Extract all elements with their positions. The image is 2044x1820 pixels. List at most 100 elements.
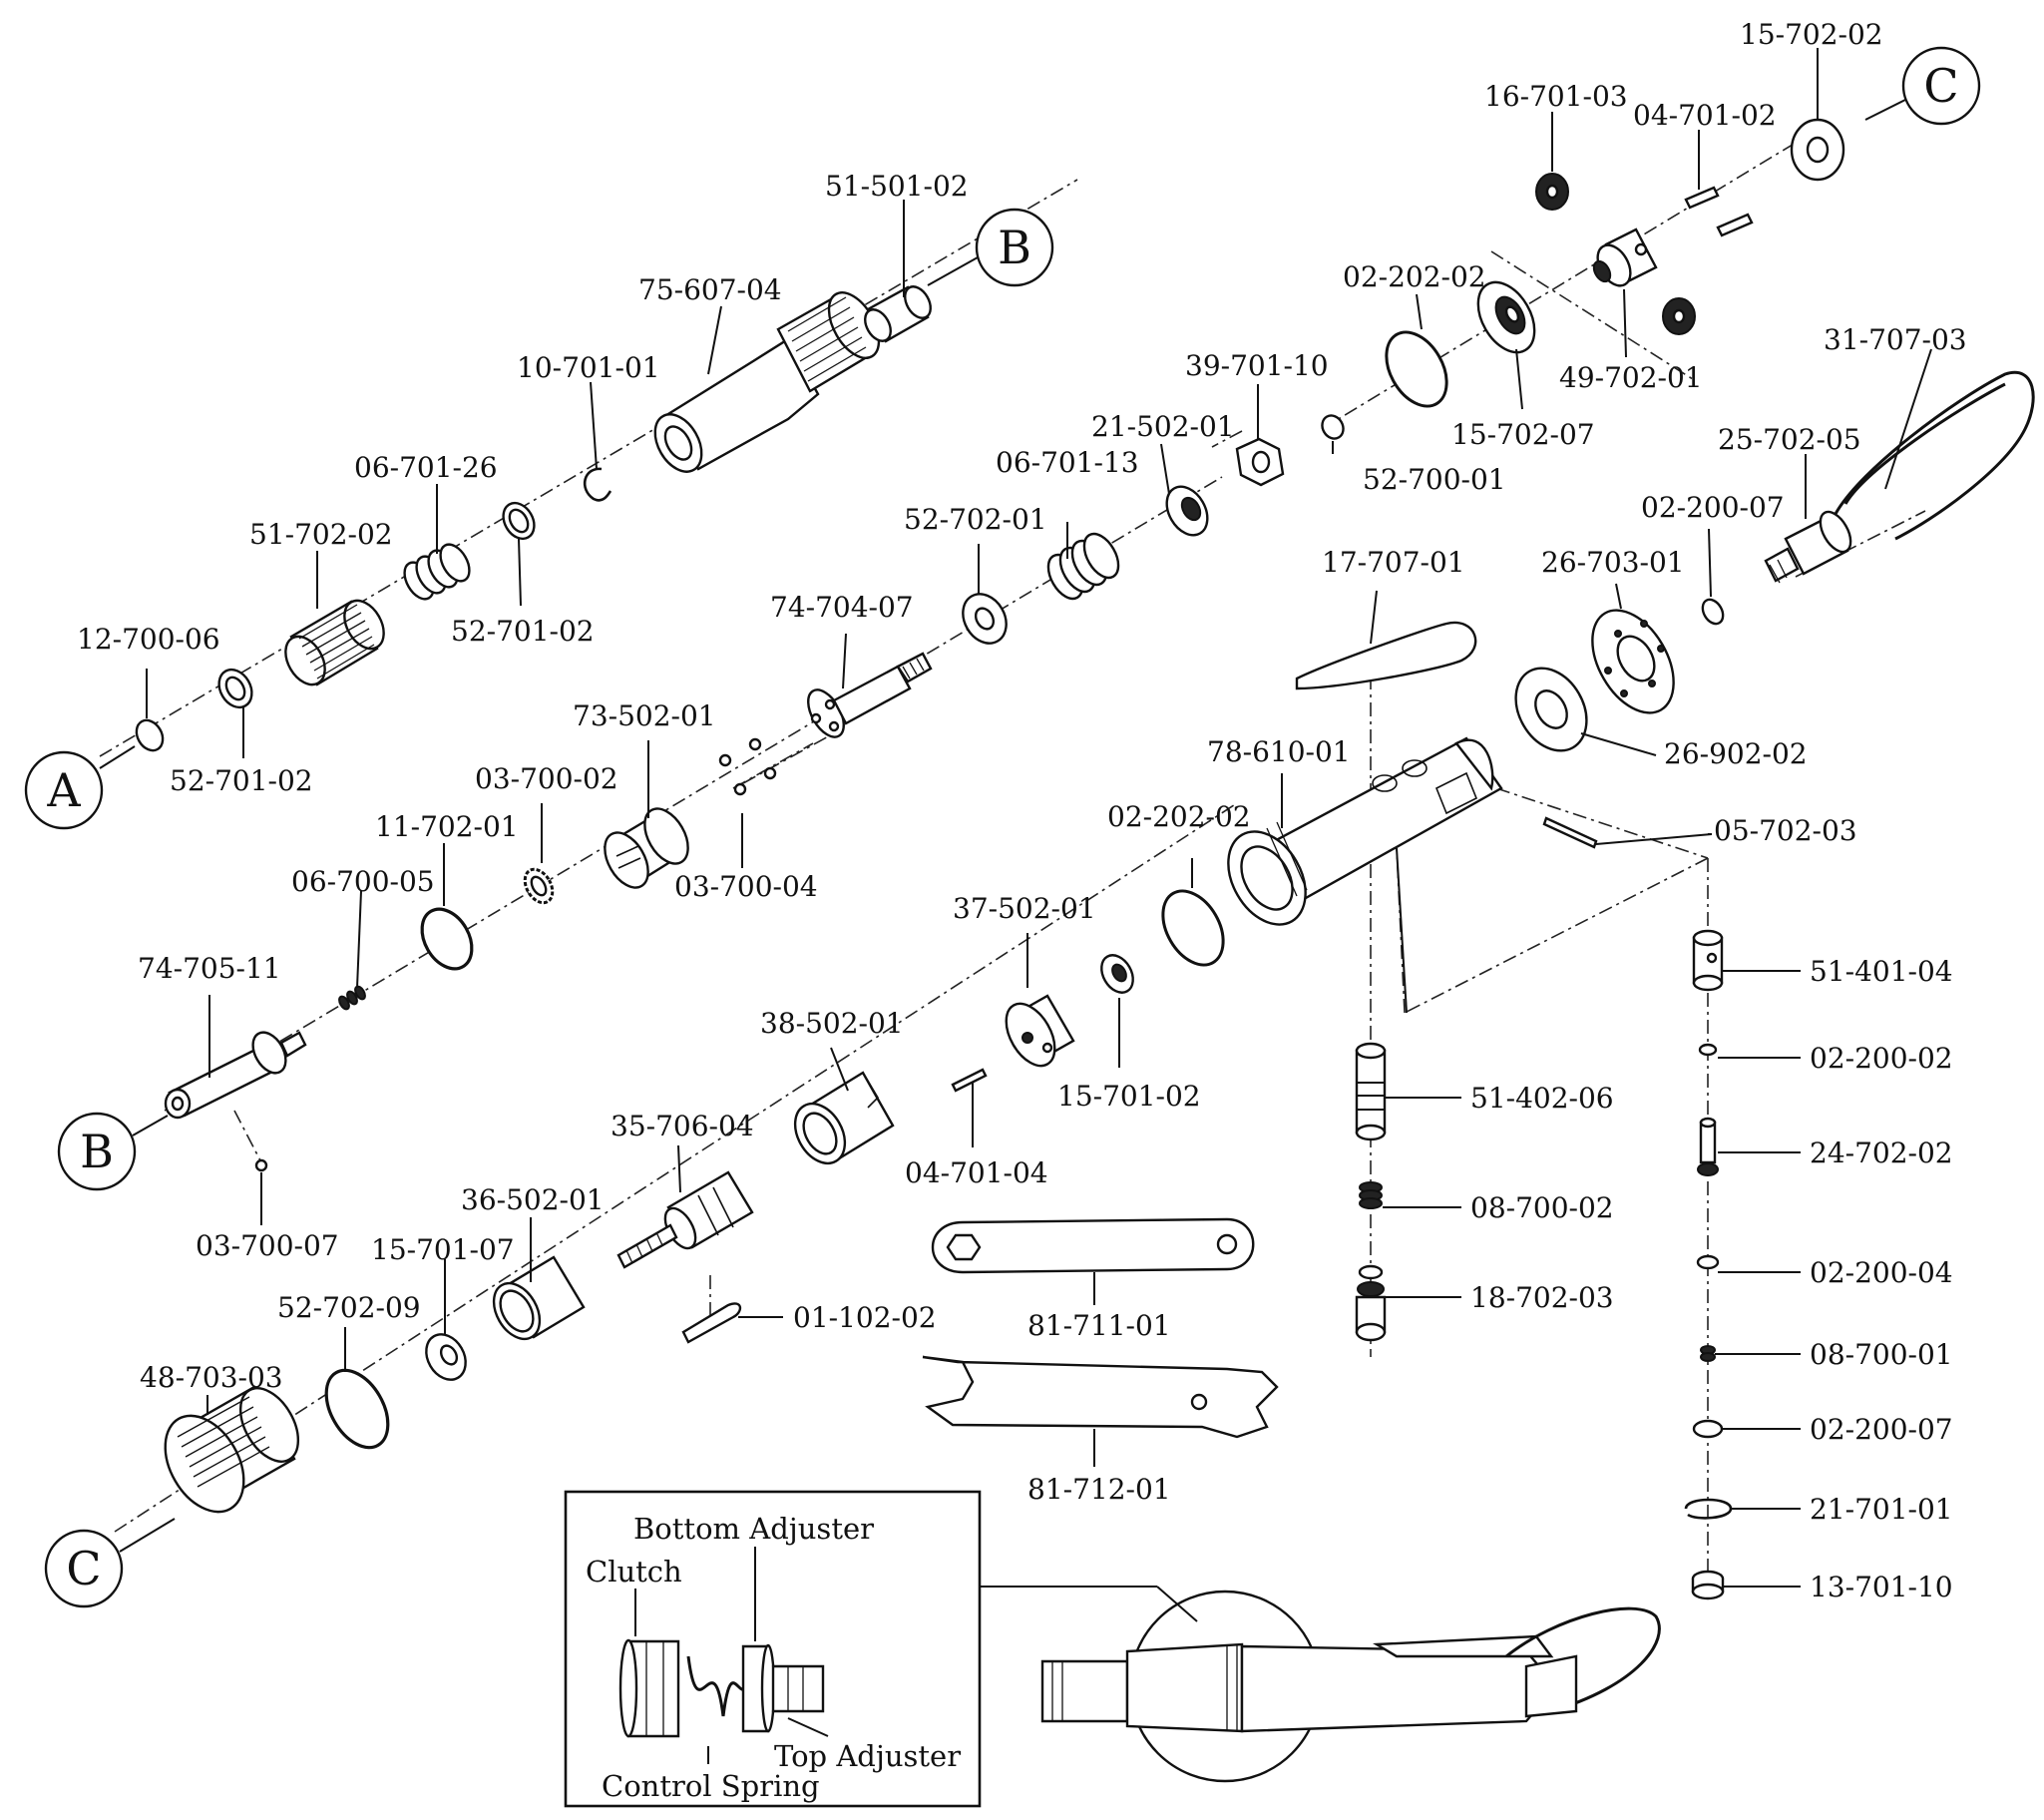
label-78-610-01: 78-610-01 — [1207, 735, 1351, 768]
label-06-701-26: 06-701-26 — [354, 451, 498, 484]
snap-ring-21-701-01 — [1684, 1498, 1733, 1520]
cylinder-38-502-01 — [793, 1071, 895, 1165]
connector-circle-c-top: C — [1901, 46, 1981, 126]
label-37-502-01: 37-502-01 — [953, 892, 1096, 925]
label-74-704-07: 74-704-07 — [770, 591, 914, 624]
bearing-15-701-02 — [1100, 954, 1134, 994]
bearing-15-702-07 — [1476, 280, 1536, 354]
disc-26-703-01 — [1591, 609, 1675, 714]
label-52-701-02-top: 52-701-02 — [451, 615, 595, 648]
label-52-702-09: 52-702-09 — [277, 1291, 421, 1324]
blade-01-102-02 — [681, 1302, 742, 1344]
pin-04-701-04 — [951, 1068, 988, 1093]
label-75-607-04: 75-607-04 — [638, 273, 782, 306]
label-81-712-01: 81-712-01 — [1027, 1473, 1171, 1506]
svg-text:Control Spring: Control Spring — [602, 1769, 820, 1803]
label-51-702-02: 51-702-02 — [249, 518, 393, 551]
label-39-701-10: 39-701-10 — [1185, 349, 1329, 382]
svg-text:Clutch: Clutch — [586, 1555, 682, 1589]
washer-52-702-01 — [962, 593, 1008, 645]
pins-04-701-02 — [1684, 186, 1754, 237]
o-ring-02-200-07-top — [1701, 598, 1725, 626]
lock-washer-03-700-02 — [523, 867, 555, 905]
label-04-701-04: 04-701-04 — [905, 1156, 1048, 1189]
label-02-202-02-top: 02-202-02 — [1343, 260, 1486, 293]
valve-18-702-03 — [1355, 1264, 1387, 1342]
main-housing-78-610-01 — [1227, 736, 1503, 926]
label-01-102-02: 01-102-02 — [793, 1301, 937, 1334]
inset-clutch-drawing — [618, 1638, 825, 1738]
label-15-701-07: 15-701-07 — [371, 1233, 515, 1266]
label-02-200-02: 02-200-02 — [1810, 1042, 1953, 1075]
label-08-700-01: 08-700-01 — [1810, 1338, 1953, 1371]
label-18-702-03: 18-702-03 — [1470, 1281, 1614, 1314]
label-49-702-01: 49-702-01 — [1559, 361, 1703, 394]
end-cap-48-703-03 — [164, 1385, 300, 1514]
label-51-402-06: 51-402-06 — [1470, 1082, 1614, 1115]
label-52-700-01: 52-700-01 — [1363, 463, 1506, 496]
label-73-502-01: 73-502-01 — [573, 699, 716, 732]
carrier-49-702-01 — [1592, 228, 1658, 287]
svg-text:A: A — [46, 763, 81, 817]
connector-circle-b-top: B — [975, 208, 1054, 287]
label-51-401-04: 51-401-04 — [1810, 955, 1953, 988]
spindle-74-704-07 — [807, 652, 933, 738]
wrench-81-711-01 — [931, 1217, 1255, 1274]
o-ring-52-702-09 — [324, 1368, 390, 1450]
spring-06-701-26 — [403, 543, 471, 601]
o-ring-02-202-02-mid — [1161, 889, 1225, 967]
label-08-700-02: 08-700-02 — [1470, 1191, 1614, 1224]
sleeve-36-502-01 — [492, 1255, 586, 1341]
svg-text:Top Adjuster: Top Adjuster — [774, 1739, 961, 1773]
spring-06-701-13 — [1046, 532, 1120, 601]
label-81-711-01: 81-711-01 — [1027, 1309, 1171, 1342]
bearing-21-502-01 — [1165, 485, 1209, 537]
label-02-200-04: 02-200-04 — [1810, 1256, 1953, 1289]
label-26-902-02: 26-902-02 — [1664, 737, 1808, 770]
o-ring-02-200-07-bottom — [1692, 1419, 1724, 1439]
svg-text:Bottom Adjuster: Bottom Adjuster — [633, 1512, 874, 1546]
rotor-35-706-04 — [616, 1170, 754, 1269]
label-02-200-07-bottom: 02-200-07 — [1810, 1413, 1953, 1446]
snap-ring-10-701-01 — [583, 467, 613, 502]
label-51-501-02: 51-501-02 — [825, 170, 969, 203]
label-03-700-04: 03-700-04 — [674, 870, 818, 903]
valve-pin-24-702-02 — [1697, 1117, 1719, 1176]
bearing-15-701-07 — [425, 1333, 467, 1381]
label-13-701-10: 13-701-10 — [1810, 1571, 1953, 1603]
clutch-detail-inset: Bottom Adjuster Clutch Top Adjuster Cont… — [564, 1490, 982, 1808]
label-52-702-01: 52-702-01 — [904, 503, 1047, 536]
label-12-700-06: 12-700-06 — [77, 623, 220, 656]
label-26-703-01: 26-703-01 — [1541, 546, 1685, 579]
lever-17-707-01 — [1295, 621, 1477, 690]
pin-05-702-03 — [1542, 816, 1598, 849]
label-16-701-03: 16-701-03 — [1484, 80, 1628, 113]
o-ring-12-700-06 — [135, 718, 165, 752]
wrench-81-712-01 — [922, 1355, 1279, 1439]
label-10-701-01: 10-701-01 — [517, 351, 660, 384]
label-06-701-13: 06-701-13 — [996, 446, 1139, 479]
label-17-707-01: 17-707-01 — [1322, 546, 1465, 579]
label-74-705-11: 74-705-11 — [138, 952, 281, 985]
o-ring-02-202-02-top — [1385, 330, 1448, 408]
label-05-702-03: 05-702-03 — [1714, 814, 1857, 847]
label-03-700-02: 03-700-02 — [475, 762, 618, 795]
gasket-26-902-02 — [1514, 667, 1588, 752]
spring-08-700-02 — [1359, 1181, 1383, 1209]
spring-08-700-01 — [1700, 1345, 1716, 1362]
label-04-701-02: 04-701-02 — [1633, 99, 1777, 132]
o-ring-02-200-02 — [1698, 1043, 1718, 1057]
connector-circle-a: A — [24, 750, 104, 830]
washer-52-701-02-b — [502, 501, 536, 541]
svg-text:C: C — [66, 1542, 101, 1595]
bushing-52-700-01 — [1321, 414, 1345, 440]
bushing-51-501-02 — [864, 285, 932, 343]
ball-03-700-07 — [254, 1158, 268, 1172]
connector-circle-b-left: B — [57, 1112, 137, 1191]
label-15-701-02: 15-701-02 — [1057, 1080, 1201, 1113]
label-03-700-07: 03-700-07 — [196, 1229, 339, 1262]
label-31-707-03: 31-707-03 — [1824, 323, 1967, 356]
o-ring-02-200-04 — [1696, 1254, 1720, 1270]
label-48-703-03: 48-703-03 — [140, 1361, 283, 1394]
